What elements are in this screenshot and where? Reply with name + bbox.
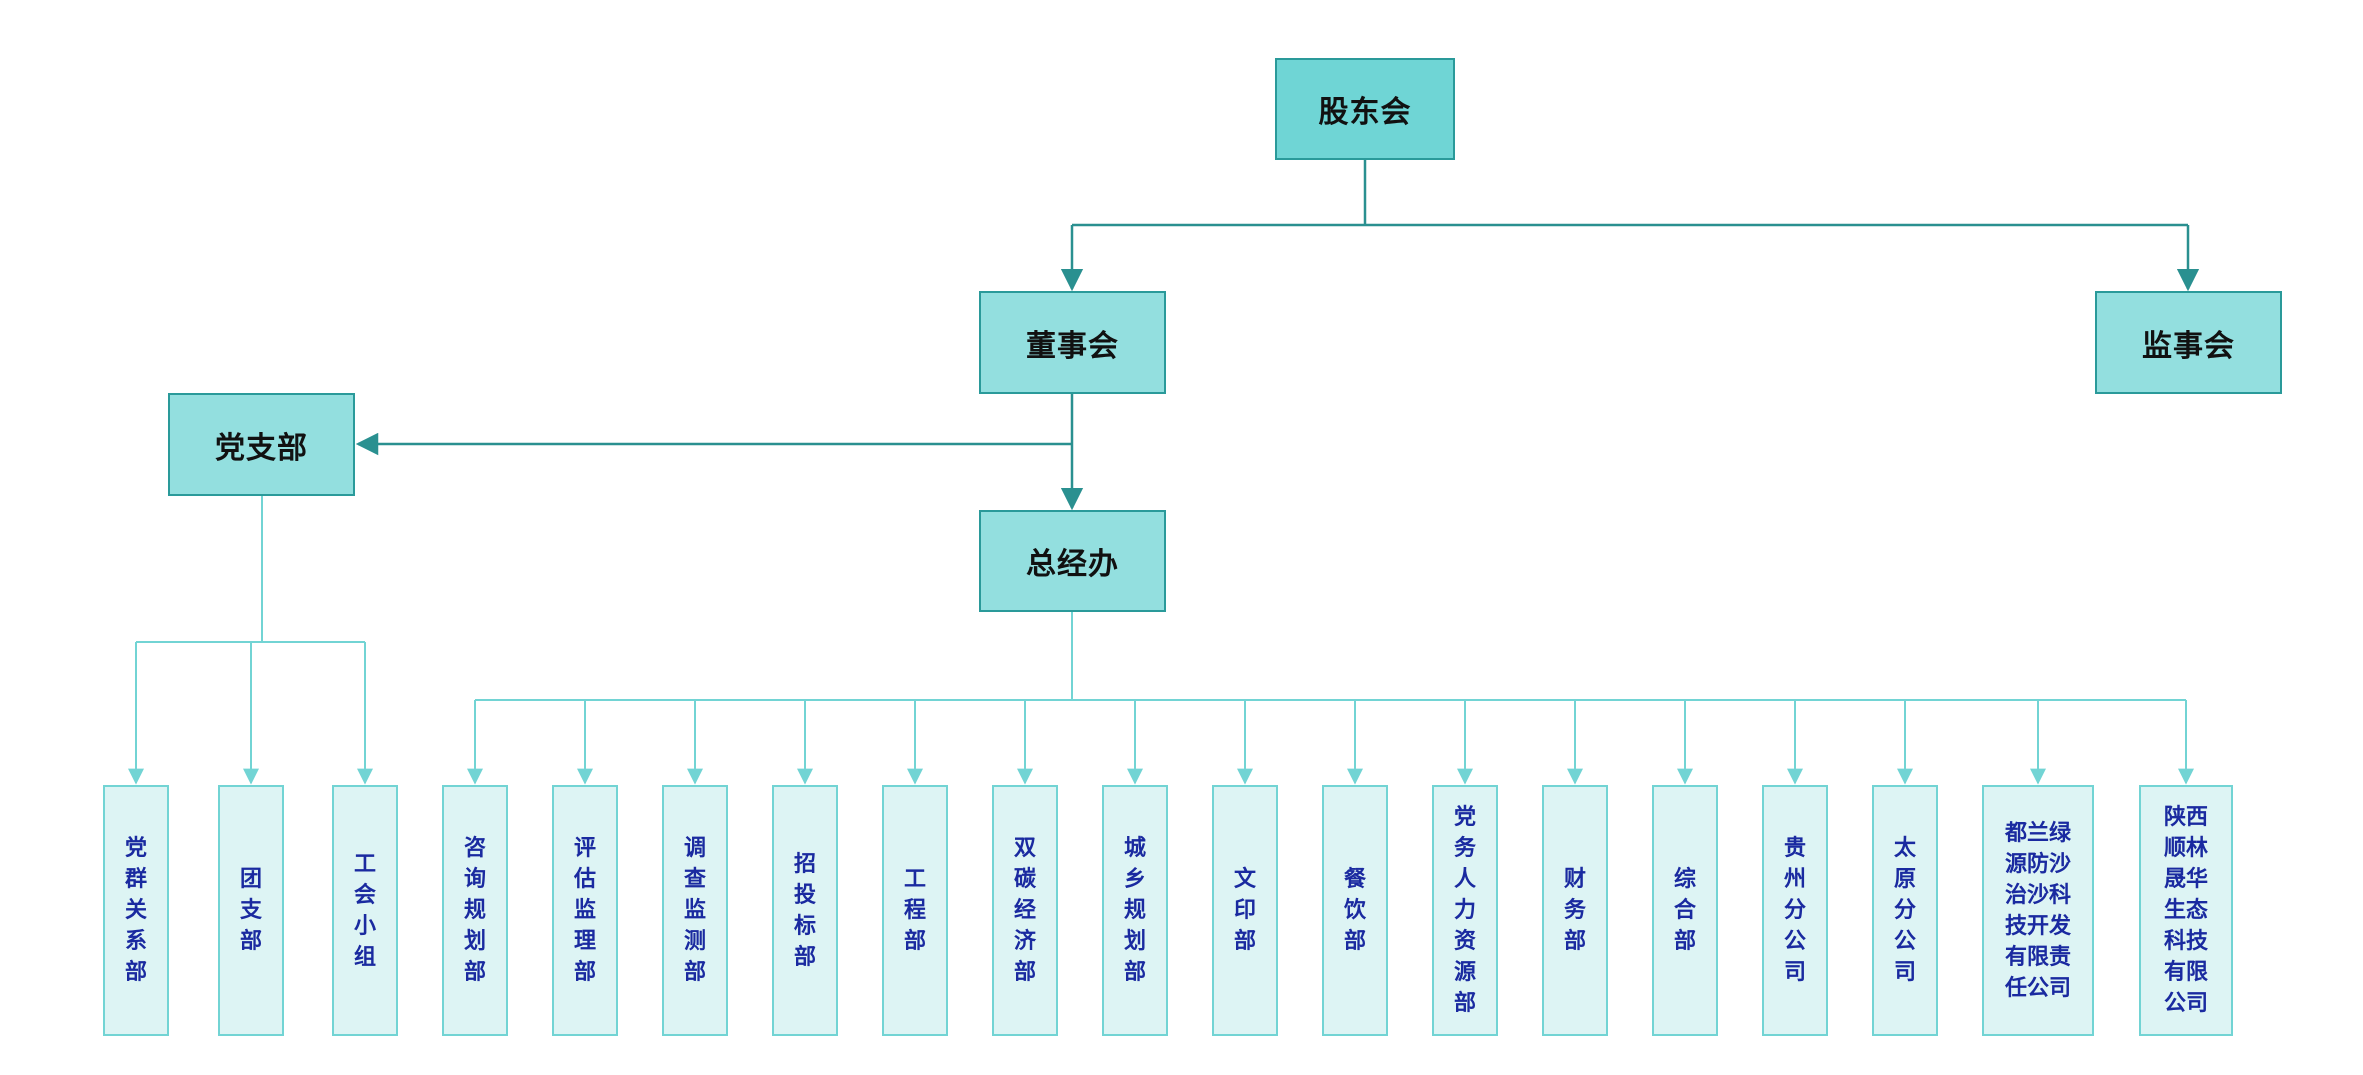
party-unit-label: 党 群 关 系 部	[124, 836, 147, 985]
node-board-label: 董事会	[1026, 328, 1119, 364]
node-board: 董事会	[979, 291, 1166, 394]
party-unit-box: 党 群 关 系 部	[103, 785, 169, 1036]
department-label: 双 碳 经 济 部	[1013, 836, 1036, 985]
department-box: 综 合 部	[1652, 785, 1718, 1036]
party-unit-label: 团 支 部	[239, 867, 262, 954]
department-label: 文 印 部	[1233, 867, 1256, 954]
department-label: 贵 州 分 公 司	[1783, 836, 1806, 985]
department-label: 党 务 人 力 资 源 部	[1453, 805, 1476, 1016]
department-box: 党 务 人 力 资 源 部	[1432, 785, 1498, 1036]
department-label: 咨 询 规 划 部	[463, 836, 486, 985]
party-unit-box: 工 会 小 组	[332, 785, 398, 1036]
department-box: 评 估 监 理 部	[552, 785, 618, 1036]
department-box: 太 原 分 公 司	[1872, 785, 1938, 1036]
node-party-branch: 党支部	[168, 393, 355, 496]
department-label: 陕西 顺林 晟华 生态 科技 有限 公司	[2163, 805, 2208, 1016]
department-box: 双 碳 经 济 部	[992, 785, 1058, 1036]
department-label: 招 投 标 部	[793, 851, 816, 970]
node-shareholders: 股东会	[1275, 58, 1455, 160]
department-box: 都兰绿 源防沙 治沙科 技开发 有限责 任公司	[1982, 785, 2094, 1036]
party-unit-label: 工 会 小 组	[353, 851, 376, 970]
department-label: 城 乡 规 划 部	[1123, 836, 1146, 985]
node-shareholders-label: 股东会	[1318, 95, 1412, 130]
department-box: 贵 州 分 公 司	[1762, 785, 1828, 1036]
department-label: 太 原 分 公 司	[1893, 836, 1916, 985]
department-label: 综 合 部	[1673, 867, 1696, 954]
department-box: 调 查 监 测 部	[662, 785, 728, 1036]
department-label: 工 程 部	[903, 867, 926, 954]
node-supervisors: 监事会	[2095, 291, 2282, 394]
node-party-branch-label: 党支部	[215, 430, 308, 466]
department-box: 咨 询 规 划 部	[442, 785, 508, 1036]
department-box: 陕西 顺林 晟华 生态 科技 有限 公司	[2139, 785, 2233, 1036]
department-box: 文 印 部	[1212, 785, 1278, 1036]
party-unit-box: 团 支 部	[218, 785, 284, 1036]
department-label: 调 查 监 测 部	[683, 836, 706, 985]
department-label: 餐 饮 部	[1343, 867, 1366, 954]
department-box: 城 乡 规 划 部	[1102, 785, 1168, 1036]
department-label: 评 估 监 理 部	[573, 836, 596, 985]
node-general-office-label: 总经办	[1026, 547, 1119, 582]
department-box: 财 务 部	[1542, 785, 1608, 1036]
department-box: 餐 饮 部	[1322, 785, 1388, 1036]
department-label: 财 务 部	[1563, 867, 1586, 954]
department-box: 招 投 标 部	[772, 785, 838, 1036]
department-label: 都兰绿 源防沙 治沙科 技开发 有限责 任公司	[2004, 820, 2071, 1001]
node-supervisors-label: 监事会	[2142, 328, 2235, 364]
node-general-office: 总经办	[979, 510, 1166, 612]
department-box: 工 程 部	[882, 785, 948, 1036]
